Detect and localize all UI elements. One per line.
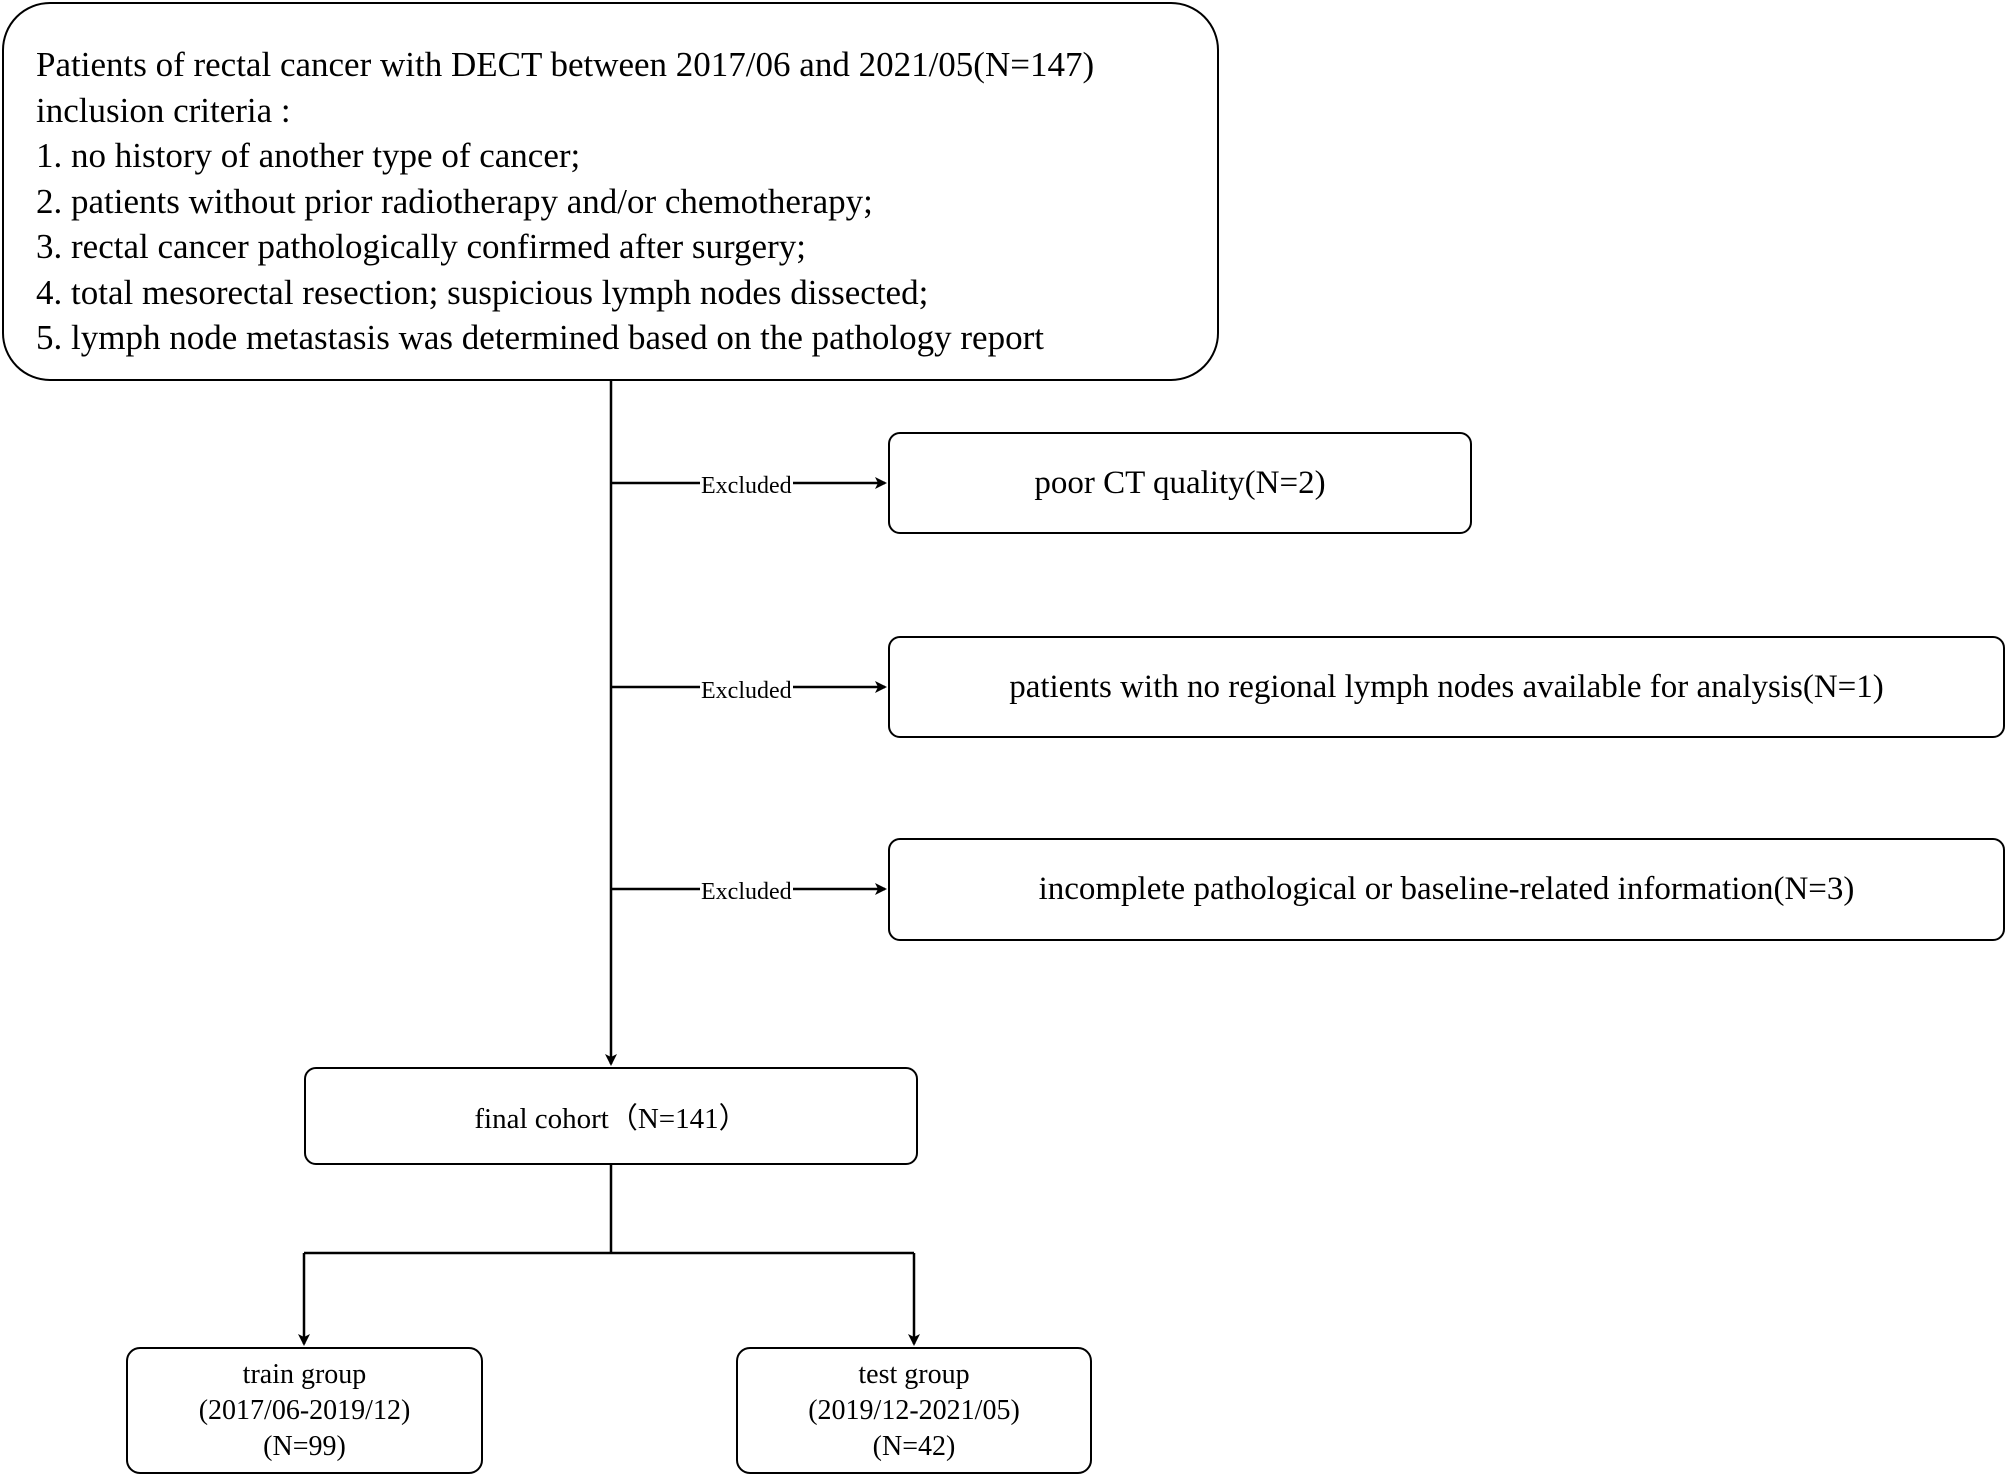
exclusion-text: incomplete pathological or baseline-rela… (1038, 871, 1855, 907)
patients-title: Patients of rectal cancer with DECT betw… (36, 45, 1095, 84)
group-period: (2017/06-2019/12) (198, 1394, 411, 1426)
criterion-item: 2. patients without prior radiotherapy a… (36, 181, 873, 221)
criterion-item: 1. no history of another type of cancer; (36, 136, 581, 175)
excluded-label: Excluded (700, 473, 793, 499)
test-group-box: test group (2019/12-2021/05) (N=42) (736, 1347, 1092, 1474)
criteria-heading: inclusion criteria : (36, 90, 291, 130)
group-period: (2019/12-2021/05) (808, 1394, 1020, 1426)
final-cohort-box: final cohort（N=141） (304, 1067, 918, 1165)
criterion-item: 3. rectal cancer pathologically confirme… (36, 227, 806, 266)
final-cohort-text: final cohort（N=141） (474, 1103, 748, 1135)
inclusion-criteria-box: Patients of rectal cancer with DECT betw… (2, 2, 1219, 381)
criterion-item: 5. lymph node metastasis was determined … (36, 318, 1044, 357)
group-name: train group (242, 1358, 367, 1390)
excluded-label: Excluded (700, 678, 793, 704)
exclusion-box-incomplete-info: incomplete pathological or baseline-rela… (888, 838, 2005, 941)
excluded-label: Excluded (700, 879, 793, 905)
exclusion-box-no-lymph-nodes: patients with no regional lymph nodes av… (888, 636, 2005, 738)
train-group-box: train group (2017/06-2019/12) (N=99) (126, 1347, 483, 1474)
exclusion-text: patients with no regional lymph nodes av… (1009, 668, 1884, 705)
exclusion-box-ct-quality: poor CT quality(N=2) (888, 432, 1472, 534)
criterion-item: 4. total mesorectal resection; suspiciou… (36, 272, 929, 312)
group-count: (N=42) (872, 1430, 956, 1462)
group-count: (N=99) (263, 1430, 346, 1462)
exclusion-text: poor CT quality(N=2) (1034, 464, 1326, 501)
group-name: test group (858, 1358, 970, 1390)
